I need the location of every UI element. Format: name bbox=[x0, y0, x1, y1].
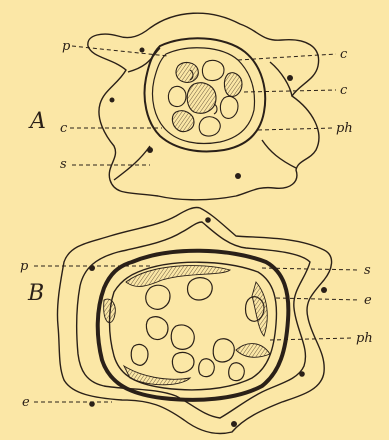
label-a-c-left: c bbox=[60, 121, 68, 136]
label-b-s: s bbox=[364, 263, 371, 278]
label-a-c-mid: c bbox=[340, 83, 348, 98]
label-b-p: p bbox=[20, 259, 29, 274]
panel-b-leaders bbox=[34, 266, 360, 402]
panel-b-dots bbox=[89, 217, 327, 427]
panel-a-letter: A bbox=[28, 109, 46, 134]
panel-b-drawing bbox=[57, 207, 331, 433]
label-b-e-left: e bbox=[22, 395, 30, 410]
label-a-p: p bbox=[62, 39, 71, 54]
label-b-ph: ph bbox=[356, 331, 373, 346]
label-b-e-right: e bbox=[364, 293, 372, 308]
panel-b-cells bbox=[131, 278, 264, 381]
panel-a-drawing bbox=[88, 13, 319, 200]
label-a-ph: ph bbox=[336, 121, 353, 136]
panel-a-cells bbox=[168, 60, 242, 136]
panel-b-letter: B bbox=[27, 281, 44, 306]
label-a-c-top: c bbox=[340, 47, 348, 62]
label-a-s: s bbox=[60, 157, 67, 172]
panel-b-hatched-strands bbox=[104, 266, 270, 385]
